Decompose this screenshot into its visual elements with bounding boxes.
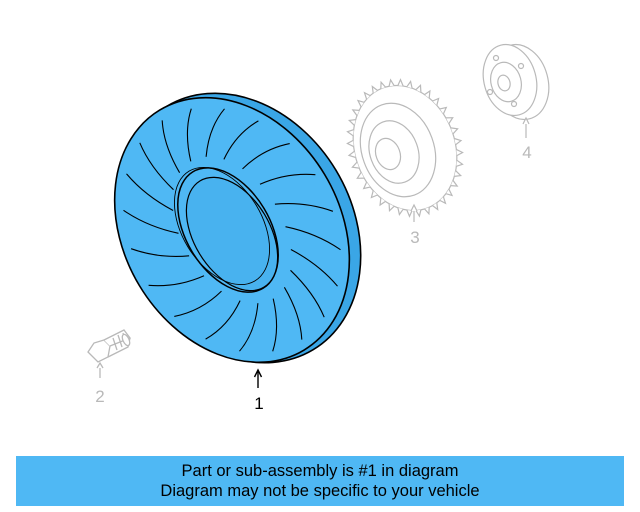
gear-tooth <box>432 202 439 211</box>
disc-vane <box>223 120 259 160</box>
gear-tooth <box>439 196 447 205</box>
gear-tooth <box>415 209 422 218</box>
callout-1: 1 <box>254 394 263 413</box>
disc-vane <box>242 143 290 170</box>
gear-tooth <box>370 190 378 199</box>
gear-tooth <box>397 207 404 216</box>
info-banner: Part or sub-assembly is #1 in diagram Di… <box>16 456 624 506</box>
banner-line-2: Diagram may not be specific to your vehi… <box>160 482 480 500</box>
banner-line-1: Part or sub-assembly is #1 in diagram <box>181 462 459 480</box>
gear-tooth <box>388 203 395 213</box>
disc-vane <box>259 173 316 185</box>
gear-tooth <box>379 197 386 207</box>
callout-3: 3 <box>410 228 419 247</box>
gear-tooth <box>397 78 404 87</box>
disc-vane <box>186 108 192 162</box>
gear-tooth <box>445 188 454 197</box>
gear-tooth <box>415 83 422 93</box>
gear-tooth <box>347 150 356 159</box>
gear-tooth <box>450 180 459 187</box>
gear-tooth <box>406 209 413 218</box>
disc-vane <box>205 108 225 157</box>
gear-tooth <box>346 139 354 148</box>
disc-vane <box>285 226 341 251</box>
gear-tooth <box>424 207 430 216</box>
gear-tooth <box>456 148 464 157</box>
disc-vane <box>161 120 181 173</box>
callout-1-arrow <box>253 368 263 388</box>
disc-vane <box>174 290 222 317</box>
disc-vane <box>126 173 174 211</box>
callout-2: 2 <box>95 387 104 406</box>
disc-vane <box>283 287 303 340</box>
gear-teeth <box>346 78 464 218</box>
disc-vane <box>130 248 190 257</box>
gear-tooth <box>371 85 378 94</box>
gear-tooth <box>445 117 454 124</box>
part-3-gear[interactable] <box>336 71 474 225</box>
gear-tooth <box>450 127 459 135</box>
part-1-disc[interactable] <box>67 49 409 408</box>
disc-vane <box>123 209 179 234</box>
gear-tooth <box>356 172 365 179</box>
disc-vane <box>274 203 334 212</box>
gear-tooth <box>456 159 464 167</box>
gear-tooth <box>347 119 356 126</box>
disc-vane <box>290 269 325 318</box>
gear-tooth <box>362 181 371 190</box>
gear-tooth <box>346 129 354 137</box>
gear-tooth <box>424 89 431 99</box>
disc-vane <box>272 298 278 352</box>
gear-tooth <box>351 109 360 116</box>
gear-tooth <box>356 99 365 108</box>
disc-vane <box>205 300 241 340</box>
gear-tooth <box>363 91 371 100</box>
part-2-bolt[interactable] <box>87 329 132 378</box>
gear-tooth <box>388 78 395 87</box>
gear-tooth <box>454 170 463 177</box>
gear-tooth <box>380 80 386 89</box>
gear-tooth <box>432 97 440 106</box>
parts-diagram: 1 2 3 4 <box>67 38 557 413</box>
part-4-hub[interactable] <box>476 38 557 138</box>
gear-tooth <box>406 80 413 89</box>
gear-tooth <box>351 161 360 169</box>
disc-vane <box>148 275 205 287</box>
disc-vane <box>239 303 259 352</box>
disc-vane <box>290 249 338 287</box>
gear-tooth <box>439 106 448 115</box>
disc-vanes <box>123 108 341 352</box>
callout-4: 4 <box>522 143 531 162</box>
gear-tooth <box>454 137 463 146</box>
disc-vane <box>139 142 174 191</box>
